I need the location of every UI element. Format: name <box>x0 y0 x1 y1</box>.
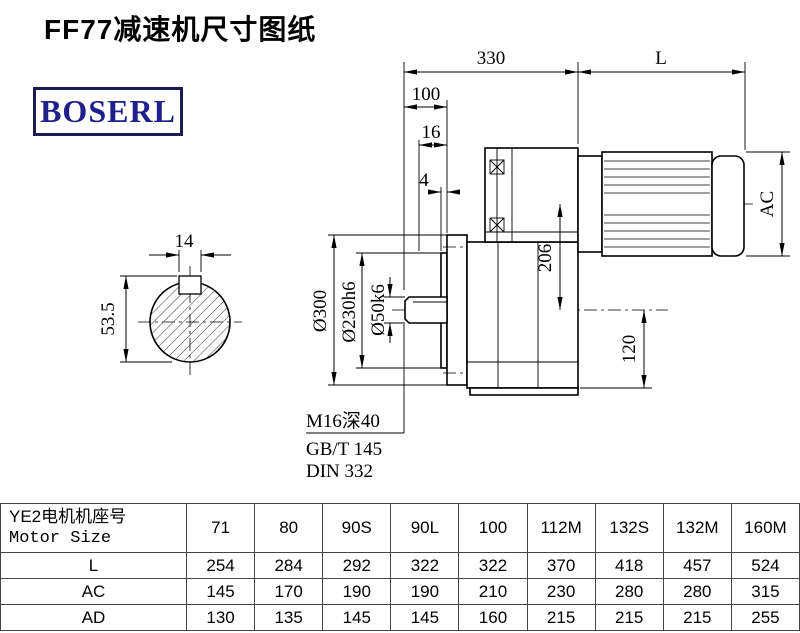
dim-keyway-width: 14 <box>175 231 195 252</box>
table-cell: 190 <box>322 578 392 605</box>
note-tap-hole: M16深40 <box>306 410 380 432</box>
col-header-frame-size: 100 <box>458 503 528 553</box>
dim-shaft-diameter: Ø50k6 <box>368 284 389 336</box>
table-cell: 215 <box>594 604 664 631</box>
fan-cowl <box>711 155 745 257</box>
table-row-L: L 254 284 292 322 322 370 418 457 524 <box>0 552 800 579</box>
table-cell: 145 <box>390 604 460 631</box>
table-cell: 190 <box>390 578 460 605</box>
motor-size-header-en: Motor Size <box>9 529 112 548</box>
motor-size-header: YE2电机机座号 Motor Size <box>0 503 187 553</box>
dim-keyway-height: 53.5 <box>98 302 119 335</box>
table-cell: 280 <box>662 578 732 605</box>
col-header-frame-size: 71 <box>185 503 256 553</box>
motor-size-header-cn: YE2电机机座号 <box>9 507 127 526</box>
page-title: FF77减速机尺寸图纸 <box>44 14 317 45</box>
note-gb-standard: GB/T 145 <box>306 439 382 460</box>
brand-logo-text: BOSERL <box>40 93 176 129</box>
dim-motor-length: L <box>655 48 667 69</box>
table-row-AD: AD 130 135 145 145 160 215 215 215 255 <box>0 604 800 631</box>
table-cell: 322 <box>458 552 528 579</box>
dim-gearbox-length: 330 <box>477 48 506 69</box>
row-label: AC <box>0 578 187 605</box>
housing-foot <box>469 387 579 396</box>
output-flange <box>446 234 468 386</box>
bolt-hole-symbol <box>489 217 505 233</box>
table-cell: 160 <box>458 604 528 631</box>
col-header-frame-size: 160M <box>730 503 800 553</box>
keyway-slot <box>178 275 202 295</box>
table-cell: 418 <box>594 552 664 579</box>
row-label: L <box>0 552 187 579</box>
motor-adapter-flange <box>577 155 603 253</box>
dimension-drawing: 14 53.5 <box>98 48 790 482</box>
table-cell: 254 <box>185 552 256 579</box>
dimension-table: YE2电机机座号 Motor Size 71 80 90S 90L 100 11… <box>0 503 800 631</box>
gear-housing <box>466 241 579 389</box>
table-cell: 145 <box>322 604 392 631</box>
brand-logo: BOSERL <box>33 87 183 136</box>
table-cell: 135 <box>254 604 324 631</box>
dim-spigot-diameter: Ø230h6 <box>339 281 360 342</box>
note-din-standard: DIN 332 <box>306 461 373 482</box>
dim-foot-height: 120 <box>619 335 640 364</box>
table-cell: 145 <box>185 578 256 605</box>
table-cell: 322 <box>390 552 460 579</box>
dim-shaft-length: 100 <box>412 84 441 105</box>
col-header-frame-size: 90S <box>322 503 392 553</box>
bolt-hole-symbol <box>489 159 505 175</box>
shaft-cross-section-view: 14 53.5 <box>98 231 242 376</box>
input-housing <box>484 147 579 243</box>
table-cell: 457 <box>662 552 732 579</box>
gearmotor-side-view <box>392 147 756 396</box>
col-header-frame-size: 132M <box>662 503 732 553</box>
output-shaft <box>404 296 448 324</box>
col-header-frame-size: 90L <box>390 503 460 553</box>
table-row-AC: AC 145 170 190 190 210 230 280 280 315 <box>0 578 800 605</box>
table-cell: 370 <box>526 552 596 579</box>
dim-flange-od: Ø300 <box>310 290 331 332</box>
table-cell: 170 <box>254 578 324 605</box>
col-header-frame-size: 132S <box>594 503 664 553</box>
table-cell: 130 <box>185 604 256 631</box>
col-header-frame-size: 112M <box>526 503 596 553</box>
table-cell: 284 <box>254 552 324 579</box>
table-cell: 215 <box>662 604 732 631</box>
row-label: AD <box>0 604 187 631</box>
table-cell: 210 <box>458 578 528 605</box>
dim-flange-thickness: 16 <box>422 122 441 143</box>
dim-center-height: 206 <box>535 244 556 273</box>
table-cell: 280 <box>594 578 664 605</box>
dim-spigot-depth: 4 <box>419 170 429 191</box>
table-cell: 255 <box>730 604 800 631</box>
table-cell: 230 <box>526 578 596 605</box>
motor-body <box>601 151 713 257</box>
dimension-lines: 330 L 100 16 4 AC 206 120 Ø300 <box>306 48 790 482</box>
table-cell: 524 <box>730 552 800 579</box>
table-cell: 215 <box>526 604 596 631</box>
col-header-frame-size: 80 <box>254 503 324 553</box>
dim-motor-diameter: AC <box>757 191 778 217</box>
motor-cooling-fins <box>604 160 710 248</box>
table-cell: 315 <box>730 578 800 605</box>
table-cell: 292 <box>322 552 392 579</box>
